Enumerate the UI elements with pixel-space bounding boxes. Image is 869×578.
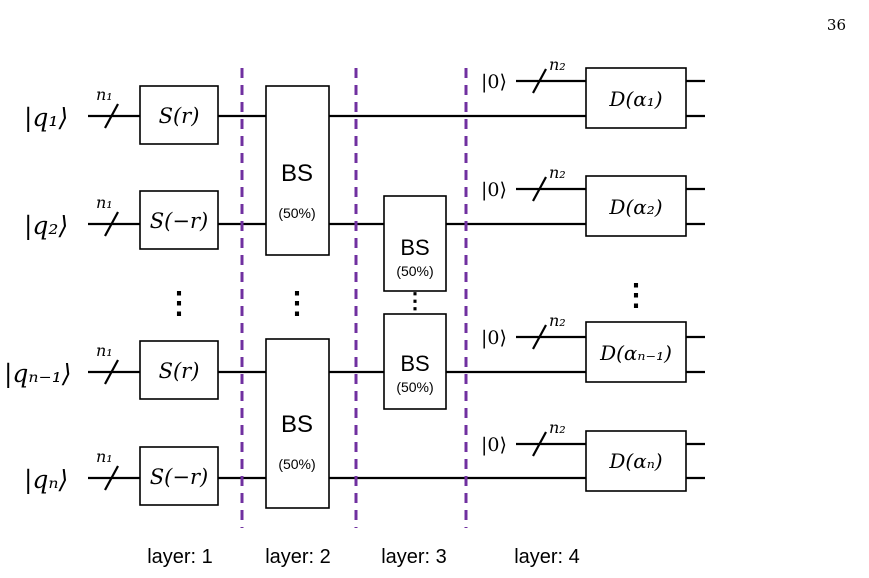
ancilla-slash-3 bbox=[532, 324, 547, 350]
input-kets: |q₁⟩ |q₂⟩ |qₙ₋₁⟩ |qₙ⟩ bbox=[4, 103, 72, 495]
layer-label-1: layer: 1 bbox=[147, 546, 213, 568]
ket-q2: |q₂⟩ bbox=[24, 211, 68, 241]
bus-slash-qn1 bbox=[104, 359, 119, 385]
disp-box-4 bbox=[585, 430, 687, 492]
beam-splitters-layer3: BS (50%) BS (50%) bbox=[383, 195, 447, 410]
ancilla-bus-label-1: n₂ bbox=[549, 55, 566, 74]
squeeze-box-q1 bbox=[139, 85, 219, 145]
ancilla-slash-2 bbox=[532, 176, 547, 202]
bs-ratio-top: (50%) bbox=[278, 205, 315, 221]
input-bus-slashes bbox=[104, 103, 119, 491]
layer-label-4: layer: 4 bbox=[514, 546, 580, 568]
squeeze-box-qn bbox=[139, 446, 219, 506]
squeeze-label-q1: S(r) bbox=[159, 104, 200, 128]
squeeze-box-qn1 bbox=[139, 340, 219, 400]
squeeze-label-qn1: S(r) bbox=[159, 359, 200, 383]
disp-label-1: D(α₁) bbox=[608, 87, 662, 111]
bs-label-bottom: BS bbox=[281, 411, 313, 438]
bs-box-bottom bbox=[265, 338, 330, 509]
bs3-ratio-top: (50%) bbox=[396, 263, 433, 279]
bus-label-qn: n₁ bbox=[96, 447, 113, 466]
ellipsis-disp: ⋮ bbox=[621, 279, 651, 312]
ancilla-bus-label-3: n₂ bbox=[549, 311, 566, 330]
qubit-wires bbox=[88, 114, 586, 480]
ancilla-slash-1 bbox=[532, 68, 547, 94]
input-bus-labels: n₁ n₁ n₁ n₁ bbox=[96, 85, 113, 466]
ancilla-ket-1: |0⟩ bbox=[481, 71, 507, 93]
ket-qn1: |qₙ₋₁⟩ bbox=[4, 359, 72, 389]
layer-label-2: layer: 2 bbox=[265, 546, 331, 568]
disp-label-3: D(αₙ₋₁) bbox=[599, 341, 672, 365]
ancilla-bus-label-4: n₂ bbox=[549, 418, 566, 437]
bs-box-top bbox=[265, 85, 330, 256]
ancilla-slash-4 bbox=[532, 431, 547, 457]
squeeze-gates bbox=[139, 85, 219, 506]
layer-label-3: layer: 3 bbox=[381, 546, 447, 568]
bs-label-top: BS bbox=[281, 160, 313, 187]
ellipses: ⋮ ⋮ ⋮ bbox=[164, 279, 651, 320]
ket-q1: |q₁⟩ bbox=[24, 103, 68, 133]
ellipsis-squeeze: ⋮ bbox=[164, 287, 194, 320]
beam-splitters-layer2: BS (50%) BS (50%) bbox=[265, 85, 330, 509]
displacement-labels: D(α₁) D(α₂) D(αₙ₋₁) D(αₙ) bbox=[599, 87, 672, 473]
ancilla-kets: |0⟩ |0⟩ |0⟩ |0⟩ bbox=[481, 71, 507, 456]
displacement-gates bbox=[585, 67, 687, 492]
disp-box-2 bbox=[585, 175, 687, 237]
ancilla-bus-label-2: n₂ bbox=[549, 163, 566, 182]
disp-box-1 bbox=[585, 67, 687, 129]
ancilla-ket-3: |0⟩ bbox=[481, 327, 507, 349]
bus-slash-q2 bbox=[104, 211, 119, 237]
ancilla-ket-4: |0⟩ bbox=[481, 434, 507, 456]
ellipsis-bs3: ⋮ bbox=[404, 288, 426, 313]
disp-label-2: D(α₂) bbox=[608, 195, 662, 219]
squeeze-label-q2: S(−r) bbox=[150, 209, 208, 233]
ancilla-ket-2: |0⟩ bbox=[481, 179, 507, 201]
bus-slash-qn bbox=[104, 465, 119, 491]
squeeze-box-q2 bbox=[139, 190, 219, 250]
ket-qn: |qₙ⟩ bbox=[24, 465, 68, 495]
bus-label-q2: n₁ bbox=[96, 193, 113, 212]
ancilla-wires bbox=[516, 68, 586, 457]
disp-label-4: D(αₙ) bbox=[608, 449, 662, 473]
squeeze-labels: S(r) S(−r) S(r) S(−r) bbox=[150, 104, 208, 489]
page-number: 36 bbox=[827, 16, 846, 34]
layer-dividers bbox=[240, 68, 468, 528]
bs3-box-top bbox=[383, 195, 447, 292]
bus-slash-q1 bbox=[104, 103, 119, 129]
ellipsis-bs: ⋮ bbox=[282, 287, 312, 320]
squeeze-label-qn: S(−r) bbox=[150, 465, 208, 489]
output-wires bbox=[686, 79, 705, 480]
bs3-ratio-bottom: (50%) bbox=[396, 379, 433, 395]
bs3-label-bottom: BS bbox=[400, 351, 429, 376]
layer-labels: layer: 1 layer: 2 layer: 3 layer: 4 bbox=[147, 546, 580, 568]
bus-label-q1: n₁ bbox=[96, 85, 113, 104]
bus-label-qn1: n₁ bbox=[96, 341, 113, 360]
bs3-label-top: BS bbox=[400, 235, 429, 260]
disp-box-3 bbox=[585, 321, 687, 383]
bs-ratio-bottom: (50%) bbox=[278, 456, 315, 472]
bs3-box-bottom bbox=[383, 313, 447, 410]
ancilla-bus-labels: n₂ n₂ n₂ n₂ bbox=[549, 55, 566, 437]
